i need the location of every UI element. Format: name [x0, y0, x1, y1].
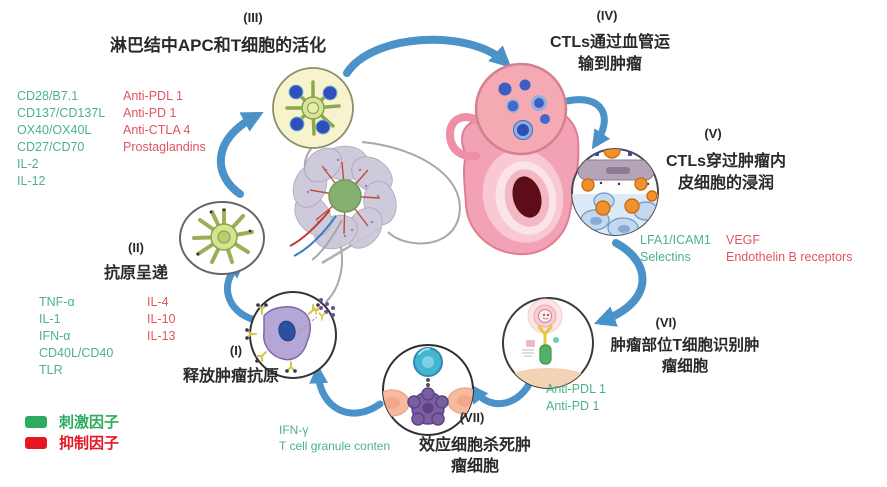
- factor-item: IL-13: [147, 329, 176, 343]
- step5-title-line2: 皮细胞的浸润: [677, 175, 774, 192]
- legend-inhibitory: 抑制因子: [25, 432, 119, 453]
- tumor-antigen-release-circle: [245, 291, 337, 379]
- step4-title-line1: CTLs通过血管运: [549, 34, 670, 51]
- factor-item: Endothelin B receptors: [726, 250, 853, 264]
- factor-item: IL-4: [147, 295, 169, 309]
- factor-item: Anti-PD 1: [546, 399, 600, 413]
- arrow-vii-to-i: [309, 364, 384, 417]
- factor-item: Anti-PDL 1: [546, 382, 606, 396]
- step1-title: 释放肿瘤抗原: [182, 368, 279, 385]
- factor-item: IFN-α: [39, 329, 71, 343]
- apc-tcell-activation-circle: [272, 67, 354, 149]
- dendritic-cell-circle: [179, 201, 265, 275]
- factor-item: Anti-CTLA 4: [123, 123, 191, 137]
- presentation-stimulatory-list: TNF-α IL-1 IFN-α CD40L/CD40 TLR: [39, 294, 113, 379]
- factor-item: Selectins: [640, 250, 691, 264]
- tumor-killing-circle: [382, 344, 474, 436]
- factor-item: OX40/OX40L: [17, 123, 92, 137]
- stimulatory-legend-label: 刺激因子: [59, 414, 120, 431]
- node-duct-line: [311, 219, 343, 261]
- step2-numeral: (II): [128, 240, 144, 255]
- factor-item: CD27/CD70: [17, 140, 85, 154]
- node-vein-line: [293, 215, 337, 257]
- arrow-iii-to-iv: [343, 35, 512, 77]
- node-artery-line: [289, 209, 331, 247]
- factor-item: LFA1/ICAM1: [640, 233, 711, 247]
- lymph-vessel-loop: [361, 141, 461, 245]
- lymph-node-illustration: [289, 141, 461, 303]
- step3-title: 淋巴结中APC和T细胞的活化: [109, 36, 327, 55]
- factor-item: TNF-α: [39, 295, 75, 309]
- factor-item: Anti-PD 1: [123, 106, 177, 120]
- factor-item: IL-12: [17, 174, 46, 188]
- tcell-recognition-circle: [502, 297, 594, 389]
- step5-title-line1: CTLs穿过肿瘤内: [665, 153, 786, 170]
- step6-title-line1: 肿瘤部位T细胞识别肿: [610, 337, 760, 354]
- step4-numeral: (IV): [596, 8, 618, 23]
- lymph-stimulatory-list: CD28/B7.1 CD137/CD137L OX40/OX40L CD27/C…: [17, 88, 105, 190]
- arrow-vi-to-vii: [469, 374, 536, 408]
- factor-item: IFN-γ: [279, 423, 309, 437]
- arrow-v-to-vi: [593, 239, 647, 327]
- step4-title-line2: 输到肿瘤: [577, 56, 642, 73]
- recognition-stimulatory-list: Anti-PDL 1 Anti-PD 1: [546, 381, 606, 415]
- arrow-iv-to-v: [563, 96, 611, 150]
- step7-title-line2: 瘤细胞: [450, 458, 499, 475]
- lymph-inhibitory-list: Anti-PDL 1 Anti-PD 1 Anti-CTLA 4 Prostag…: [123, 88, 206, 156]
- factor-item: CD137/CD137L: [17, 106, 106, 120]
- infiltration-stimulatory-list: LFA1/ICAM1 Selectins: [640, 232, 711, 266]
- legend-stimulatory: 刺激因子: [25, 411, 119, 432]
- endothelium-infiltration-circle: [571, 148, 659, 236]
- factor-item: IL-2: [17, 157, 39, 171]
- factor-item: Anti-PDL 1: [123, 89, 183, 103]
- lymph-vessel-line: [325, 242, 344, 303]
- killing-stimulatory-list: IFN-γ T cell granule conten: [279, 423, 390, 454]
- step1-numeral: (I): [229, 343, 243, 358]
- step6-numeral: (VI): [655, 315, 677, 330]
- step7-numeral: (VII): [459, 410, 485, 425]
- infiltration-inhibitory-list: VEGF Endothelin B receptors: [726, 232, 852, 266]
- step2-title: 抗原呈递: [103, 265, 168, 282]
- step6-title-line2: 瘤细胞: [661, 358, 709, 375]
- factor-item: TLR: [39, 363, 63, 377]
- factor-item: T cell granule conten: [279, 438, 391, 453]
- factor-item: IL-1: [39, 312, 61, 326]
- arrow-ii-to-iii: [216, 111, 264, 198]
- ctl-transport-circle: [474, 62, 568, 156]
- step5-numeral: (V): [704, 126, 722, 141]
- stimulatory-swatch-icon: [25, 415, 47, 428]
- factor-item: VEGF: [726, 233, 761, 247]
- inhibitory-swatch-icon: [25, 436, 47, 449]
- step7-title-line1: 效应细胞杀死肿: [418, 437, 531, 454]
- factor-item: CD40L/CD40: [39, 346, 114, 360]
- factor-item: Prostaglandins: [123, 140, 206, 154]
- step3-numeral: (III): [243, 10, 263, 25]
- factor-item: CD28/B7.1: [17, 89, 79, 103]
- inhibitory-legend-label: 抑制因子: [59, 435, 120, 452]
- factor-item: IL-10: [147, 312, 176, 326]
- cycle-arrows: [216, 35, 647, 417]
- presentation-inhibitory-list: IL-4 IL-10 IL-13: [147, 294, 176, 345]
